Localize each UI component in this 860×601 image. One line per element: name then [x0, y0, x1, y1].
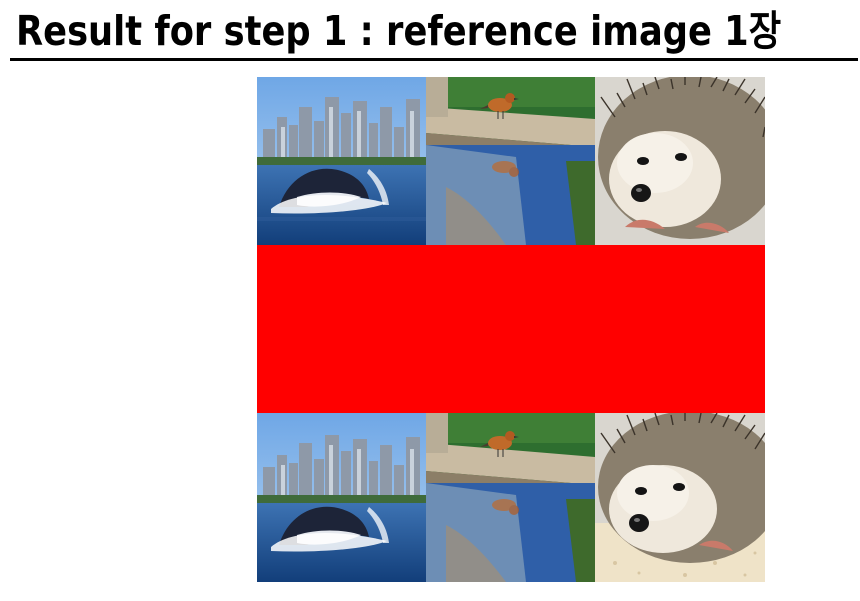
- blank-red-cell: [595, 245, 765, 413]
- result-image-grid: [257, 77, 765, 582]
- bird-ledge-image: [426, 413, 595, 582]
- whale-city-image: [257, 77, 426, 245]
- bird-ledge-image: [426, 77, 595, 245]
- hedgehog-image: [595, 77, 765, 245]
- blank-red-cell: [426, 245, 595, 413]
- page-title: Result for step 1 : reference image 1장: [16, 7, 782, 55]
- hedgehog-sand-image: [595, 413, 765, 582]
- title-underline: [10, 58, 858, 61]
- blank-red-cell: [257, 245, 426, 413]
- whale-city-image: [257, 413, 426, 582]
